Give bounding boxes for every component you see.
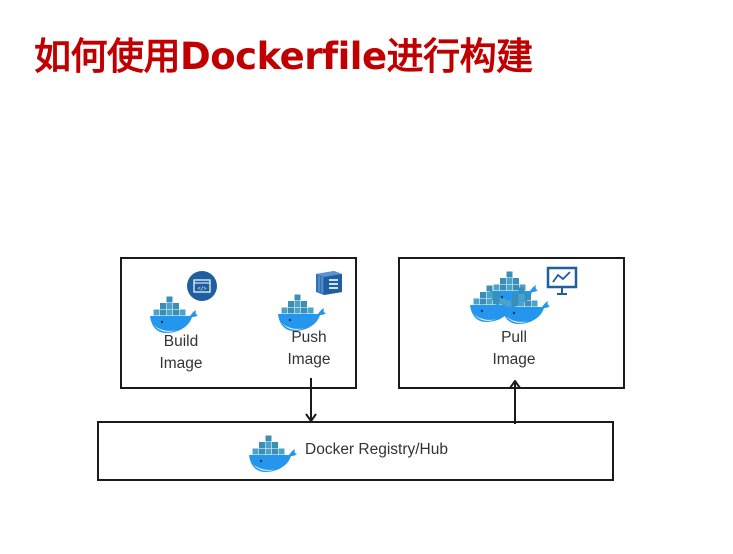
push-image-label: Push Image — [269, 327, 349, 371]
chart-monitor-icon — [546, 266, 578, 295]
code-window-icon: </> — [187, 271, 217, 301]
pull-image-label: Pull Image — [474, 327, 554, 371]
container-icon — [316, 271, 342, 295]
docker-registry-box — [97, 421, 614, 481]
push-to-registry-arrow — [305, 378, 317, 423]
docker-whales-group-icon — [470, 271, 550, 324]
pull-image-line2: Image — [492, 351, 536, 368]
push-image-line2: Image — [287, 351, 331, 368]
build-image-line1: Build — [163, 333, 199, 350]
page-title: 如何使用Dockerfile进行构建 — [34, 35, 533, 78]
svg-text:</>: </> — [197, 286, 206, 292]
build-image-line2: Image — [159, 355, 203, 372]
push-image-line1: Push — [291, 329, 327, 346]
pull-image-line1: Pull — [501, 329, 527, 346]
docker-whale-icon — [249, 435, 297, 472]
build-image-label: Build Image — [141, 331, 221, 375]
registry-to-pull-arrow — [509, 380, 521, 424]
docker-registry-label: Docker Registry/Hub — [305, 441, 448, 458]
